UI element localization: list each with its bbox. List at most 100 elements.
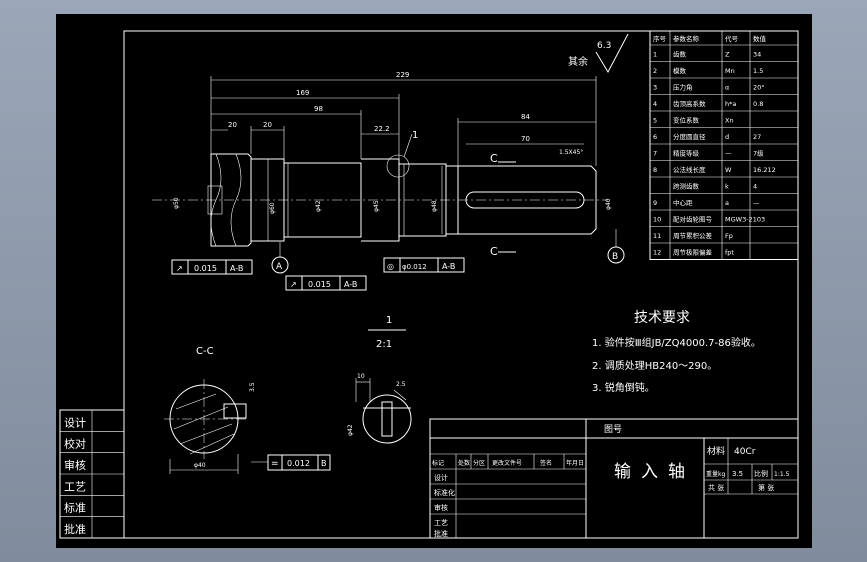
- param-cell: 9: [653, 199, 657, 207]
- left-sign-item: 工艺: [64, 480, 86, 493]
- dim-chamfer: 1.5X45°: [559, 149, 583, 156]
- sign-row-label: 批准: [434, 529, 448, 538]
- section-cc: φ40 3.5: [164, 379, 256, 474]
- rev-col: 年月日: [566, 459, 584, 467]
- param-cell: 12: [653, 249, 661, 257]
- tol-symbol: ↗: [176, 264, 183, 273]
- param-cell: 2: [653, 67, 657, 75]
- material-label: 材料: [707, 445, 725, 457]
- param-cell: 4: [753, 183, 757, 191]
- param-cell: Fp: [725, 232, 733, 240]
- gear-end-wave: [230, 153, 242, 247]
- param-cell: 7: [653, 150, 657, 158]
- shaft-view: 1 229 169 98 84 70 20 20 22.2 1.5X45°: [152, 71, 625, 274]
- tolerance-frame-2: ↗ 0.015 A-B: [285, 275, 367, 291]
- dim-20b: 20: [263, 121, 272, 129]
- param-cell: k: [725, 183, 729, 191]
- param-cell: Mn: [725, 67, 735, 75]
- tolerance-frame-4: = 0.012 B: [251, 454, 331, 471]
- tol-value: 0.015: [308, 280, 331, 289]
- dim-dia1: φ50: [173, 197, 180, 209]
- param-cell: 20°: [753, 84, 765, 92]
- section-view-title: C-C: [196, 346, 214, 357]
- param-cell: 8: [653, 166, 657, 174]
- param-cell: 齿顶高系数: [673, 99, 706, 108]
- tech-title: 技术要求: [634, 310, 690, 326]
- datum-b-label: B: [612, 252, 618, 262]
- param-cell: 11: [653, 232, 661, 240]
- drawing-no-label: 图号: [604, 424, 622, 435]
- detail-marker-circle: [386, 154, 410, 178]
- param-cell: W: [725, 166, 732, 174]
- centre-hole: [207, 185, 223, 215]
- tech-item: 3. 锐角倒钝。: [592, 381, 655, 394]
- param-header: 数值: [753, 34, 767, 43]
- tech-item: 1. 验件按Ⅲ组JB/ZQ4000.7-86验收。: [592, 336, 761, 349]
- datum-a-label: A: [276, 262, 283, 272]
- gear-end-wave: [210, 153, 222, 247]
- param-header: 代号: [725, 34, 739, 43]
- tol-value: 0.012: [287, 459, 310, 468]
- param-cell: 27: [753, 133, 761, 141]
- dim-20a: 20: [228, 121, 237, 129]
- param-cell: MGW3-2103: [725, 216, 765, 224]
- param-cell: 周节累积公差: [673, 231, 713, 240]
- param-cell: d: [725, 133, 729, 141]
- left-sign-item: 标准: [64, 501, 86, 515]
- param-cell: —: [725, 150, 732, 158]
- detail-leader: [403, 133, 413, 158]
- param-cell: 跨测齿数: [673, 182, 700, 191]
- dim-detail-w: 2.5: [396, 381, 406, 388]
- param-cell: 变位系数: [673, 116, 700, 125]
- title-block: 图号 标记 处数 分区 更改文件号 签名 年月日 设计 审核 工艺 标准化 批准…: [429, 418, 799, 539]
- detail-number: 1: [412, 130, 418, 141]
- weight-value: 3.5: [732, 470, 743, 478]
- scale-value: 1:1.5: [774, 471, 790, 478]
- dim-70: 70: [521, 135, 530, 143]
- keyway: [465, 191, 585, 209]
- rev-col: 标记: [432, 459, 444, 467]
- dim-detail-h: 10: [357, 373, 365, 380]
- param-cell: 压力角: [673, 83, 693, 92]
- dim-dia2: φ60: [269, 202, 276, 214]
- left-sign-item: 校对: [64, 437, 86, 451]
- dim-dia3: φ42: [315, 200, 322, 212]
- left-sign-item: 设计: [64, 416, 86, 429]
- material-value: 40Cr: [734, 447, 756, 457]
- dim-section-depth: 3.5: [249, 382, 256, 392]
- dimension-lines: [210, 76, 597, 166]
- shaft-outline: [210, 153, 597, 247]
- tol-symbol: ◎: [387, 262, 394, 271]
- cad-drawing: 1 229 169 98 84 70 20 20 22.2 1.5X45°: [59, 30, 799, 539]
- rev-col: 更改文件号: [492, 459, 522, 467]
- detail-scale-ratio: 2:1: [376, 339, 392, 350]
- left-sign-item: 审核: [64, 458, 86, 472]
- tol-datum: A-B: [230, 264, 243, 273]
- param-cell: 10: [653, 216, 661, 224]
- dim-22: 22.2: [374, 125, 390, 133]
- dim-98: 98: [314, 105, 323, 113]
- param-cell: α: [725, 84, 729, 92]
- tol-symbol: =: [271, 459, 279, 469]
- left-sign-item: 批准: [64, 522, 86, 536]
- param-cell: 齿数: [673, 50, 687, 59]
- dim-overall: 229: [396, 71, 409, 79]
- param-cell: 5: [653, 117, 657, 125]
- param-cell: 1: [653, 51, 657, 59]
- roughness-symbol: [595, 33, 629, 74]
- tolerance-frame-1: ↗ 0.015 A-B: [171, 259, 253, 275]
- param-cell: 1.5: [753, 67, 763, 75]
- sign-row-label: 工艺: [434, 519, 448, 527]
- param-cell: 34: [753, 51, 761, 59]
- part-name: 输入轴: [614, 462, 695, 482]
- dim-dia4: φ45: [373, 200, 380, 212]
- sign-row-label: 标准化: [434, 488, 455, 497]
- param-cell: 配对齿轮图号: [673, 215, 713, 224]
- tol-value: 0.015: [194, 264, 217, 273]
- scale-label: 比例: [754, 469, 768, 478]
- tech-item: 2. 调质处理HB240～290。: [592, 360, 717, 372]
- sign-row-label: 审核: [434, 503, 448, 512]
- roughness-prefix: 其余: [568, 55, 588, 68]
